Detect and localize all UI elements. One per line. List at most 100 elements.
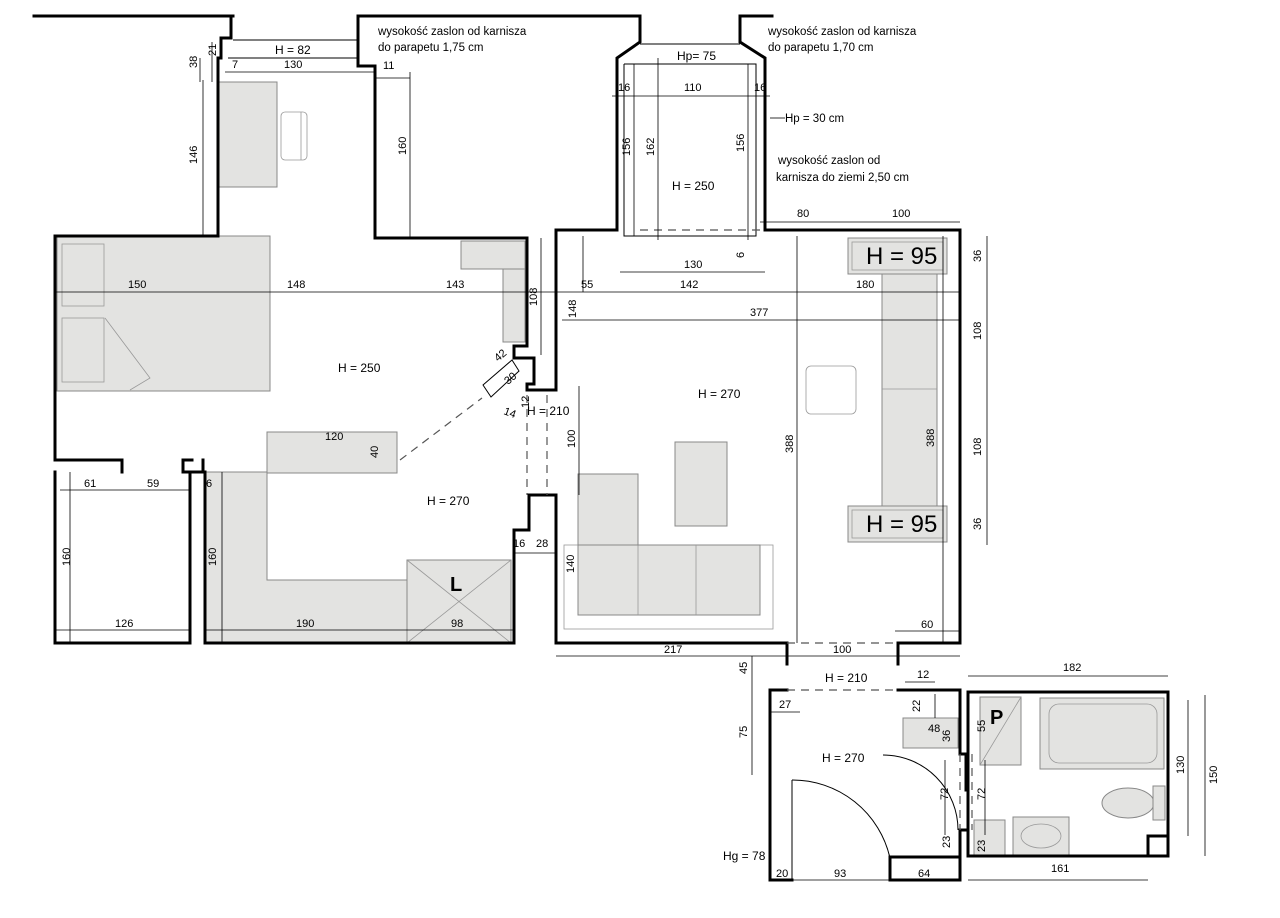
note-window-1-line2: do parapetu 1,75 cm	[378, 42, 484, 54]
dim-label: 148	[567, 300, 579, 318]
dim-label: 38	[188, 56, 200, 68]
sink	[1012, 816, 1070, 856]
dimension-labels: 7 130 11 16 110 16 130 80 100 150 148 14…	[61, 44, 1220, 880]
openings	[399, 229, 973, 880]
dim-label: 156	[735, 134, 747, 152]
label-p: P	[990, 707, 1003, 729]
bedroom-cabinet-side	[502, 268, 526, 343]
dim-label: 22	[911, 700, 923, 712]
dim-label: 28	[536, 538, 548, 550]
dim-label: 64	[918, 868, 930, 880]
bathroom-cabinet	[973, 819, 1006, 856]
bathtub	[1039, 697, 1165, 770]
dim-label: 377	[750, 307, 768, 319]
bed-pillow-top	[61, 243, 105, 307]
height-bench-bottom: H = 95	[866, 511, 937, 538]
dim-label: 72	[939, 788, 951, 800]
armchair	[805, 365, 857, 415]
desk-chair	[280, 111, 308, 161]
dim-label: 146	[188, 146, 200, 164]
dim-label: 160	[207, 548, 219, 566]
dim-label: 6	[206, 478, 212, 490]
dim-label: 180	[856, 279, 874, 291]
dim-label: 6	[735, 252, 747, 258]
bed	[56, 235, 271, 392]
dim-label: 80	[797, 208, 809, 220]
bedroom-cabinet	[460, 240, 526, 270]
dim-label: 100	[833, 644, 851, 656]
desk	[217, 81, 278, 188]
height-door2: H = 210	[825, 671, 868, 685]
dim-label: 126	[115, 618, 133, 630]
dim-label: 140	[565, 555, 577, 573]
dim-label: 23	[941, 836, 953, 848]
bed-pillow-bottom	[61, 317, 105, 383]
height-bench-top: H = 95	[866, 243, 937, 270]
dim-label: 148	[287, 279, 305, 291]
height-h82: H = 82	[275, 43, 311, 57]
walls	[32, 14, 1170, 882]
dim-label: 16	[513, 538, 525, 550]
dim-label: 150	[1208, 766, 1220, 784]
dim-label: 217	[664, 644, 682, 656]
dim-label: 100	[892, 208, 910, 220]
dim-label: 12	[917, 669, 929, 681]
height-bay: H = 250	[672, 179, 715, 193]
dim-label: 72	[976, 788, 988, 800]
dim-label: 55	[976, 720, 988, 732]
dim-label: 388	[925, 429, 937, 447]
hall-door-arc	[791, 779, 891, 859]
toilet-tank	[1152, 785, 1166, 821]
dim-label: 21	[207, 44, 219, 56]
dim-label: 108	[972, 322, 984, 340]
label-l: L	[450, 574, 462, 596]
dimension-lines	[55, 42, 1206, 881]
dim-label: 11	[383, 60, 394, 72]
dim-label: 150	[128, 279, 146, 291]
note-bay-line2: karnisza do ziemi 2,50 cm	[776, 172, 909, 184]
height-living: H = 270	[698, 387, 741, 401]
dim-label: 190	[296, 618, 314, 630]
dim-label: 12	[520, 396, 532, 408]
dim-label: 162	[645, 138, 657, 156]
dim-label: 100	[566, 430, 578, 448]
dim-label: 55	[581, 279, 593, 291]
furniture	[56, 81, 1166, 856]
bench-label-box-top	[847, 237, 948, 275]
dim-label: 61	[84, 478, 96, 490]
height-passage: H = 210	[527, 404, 570, 418]
dim-label: 388	[784, 435, 796, 453]
hall-cabinet	[902, 717, 959, 749]
dim-label: 42	[492, 347, 509, 364]
dim-label: 75	[738, 726, 750, 738]
dim-label: 7	[232, 59, 238, 71]
dim-label: 120	[325, 431, 343, 443]
height-hp75: Hp= 75	[677, 49, 716, 63]
dim-label: 182	[1063, 662, 1081, 674]
dim-label: 23	[976, 840, 988, 852]
dim-label: 48	[928, 723, 940, 735]
dim-label: 36	[972, 250, 984, 262]
height-hall: H = 270	[822, 751, 865, 765]
dim-label: 156	[621, 138, 633, 156]
dim-label: 40	[369, 446, 381, 458]
note-bay-line1: wysokość zaslon od	[777, 155, 880, 167]
dim-label: 160	[397, 137, 409, 155]
kitchen-upper-counter	[266, 431, 398, 474]
dim-label: 16	[754, 82, 766, 94]
height-bedroom: H = 250	[338, 361, 381, 375]
dim-label: 16	[618, 82, 630, 94]
dim-label: 20	[776, 868, 788, 880]
window-details	[228, 39, 757, 237]
dim-label: 98	[451, 618, 463, 630]
dim-label: 160	[61, 548, 73, 566]
dim-label: 59	[147, 478, 159, 490]
note-window-1-line1: wysokość zaslon od karnisza	[377, 26, 527, 38]
note-window-2-line1: wysokość zaslon od karnisza	[767, 26, 917, 38]
dim-label: 108	[528, 288, 540, 306]
dim-label: 130	[684, 259, 702, 271]
dim-label: 45	[738, 662, 750, 674]
dim-label: 14	[502, 406, 518, 421]
dim-label: 108	[972, 438, 984, 456]
